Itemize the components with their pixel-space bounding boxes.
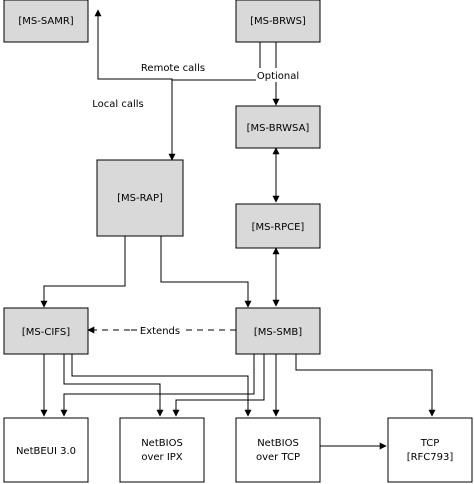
ms-smb-label: [MS-SMB] <box>254 327 302 338</box>
edge-rap-to-cifs <box>40 236 126 308</box>
node-ms-cifs: [MS-CIFS] <box>3 307 89 355</box>
node-netbios-tcp: NetBIOS over TCP <box>235 417 321 483</box>
netbios-tcp-label-line1: NetBIOS <box>257 438 299 449</box>
ms-brws-label: [MS-BRWS] <box>250 16 306 27</box>
edge-smb-to-netbios-ipx <box>172 354 265 417</box>
node-ms-brws: [MS-BRWS] <box>235 0 321 43</box>
node-ms-smb: [MS-SMB] <box>235 307 321 355</box>
edge-rap-to-smb <box>160 236 252 308</box>
tcp-label-line2: [RFC793] <box>407 452 454 463</box>
node-netbios-ipx: NetBIOS over IPX <box>119 417 205 483</box>
node-netbeui: NetBEUI 3.0 <box>3 417 89 483</box>
node-ms-rap: [MS-RAP] <box>96 159 184 237</box>
edge-smb-to-netbeui <box>60 354 255 417</box>
ms-cifs-label: [MS-CIFS] <box>22 327 70 338</box>
ms-rap-label: [MS-RAP] <box>117 193 163 204</box>
ms-brwsa-label: [MS-BRWSA] <box>247 123 310 134</box>
edge-brws-to-rap <box>168 40 261 161</box>
netbios-tcp-label-line2: over TCP <box>256 452 300 463</box>
node-ms-rpce: [MS-RPCE] <box>235 203 321 249</box>
netbios-ipx-label-line1: NetBIOS <box>141 438 183 449</box>
netbios-ipx-label-line2: over IPX <box>141 452 182 463</box>
local-calls-label: Local calls <box>92 99 144 110</box>
node-ms-brwsa: [MS-BRWSA] <box>235 105 321 149</box>
edges <box>40 9 436 450</box>
edge-labels: Remote calls Local calls Optional Extend… <box>90 60 300 337</box>
edge-cifs-to-netbios-ipx <box>63 354 164 417</box>
tcp-label-line1: TCP <box>420 438 440 449</box>
edge-cifs-to-netbios-tcp <box>71 354 252 417</box>
ms-samr-label: [MS-SAMR] <box>18 16 73 27</box>
ms-rpce-label: [MS-RPCE] <box>252 222 305 233</box>
edge-smb-to-tcp <box>295 354 436 417</box>
node-tcp: TCP [RFC793] <box>387 417 473 483</box>
node-ms-samr: [MS-SAMR] <box>3 0 89 43</box>
optional-label: Optional <box>257 71 299 82</box>
netbeui-label: NetBEUI 3.0 <box>16 446 76 457</box>
extends-label: Extends <box>140 326 180 337</box>
remote-calls-label: Remote calls <box>141 63 205 74</box>
